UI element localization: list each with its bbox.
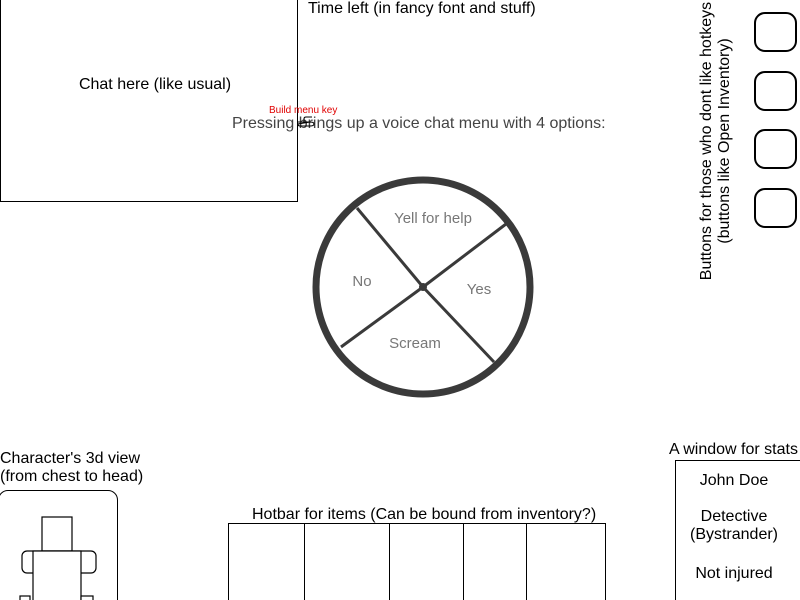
build-menu-key-annotation: Build menu key [269,105,338,116]
hotbar-slot-3[interactable] [390,524,464,600]
wheel-divider-tr [422,222,507,289]
side-button-3[interactable] [754,129,797,169]
character-view-label: Character's 3d view (from chest to head) [0,450,143,486]
side-button-2[interactable] [754,71,797,111]
hotbar [228,523,606,600]
hotbar-slot-1[interactable] [229,524,305,600]
stats-window-title: A window for stats [669,441,798,458]
character-figure-icon [19,516,97,600]
character-view-panel [0,490,118,600]
player-health-status: Not injured [695,565,773,582]
side-buttons-note-line1: Buttons for those who dont like hotkeys [698,1,715,281]
side-buttons-note: Buttons for those who dont like hotkeys … [698,0,734,286]
side-button-1[interactable] [754,12,797,52]
time-left-label: Time left (in fancy font and stuff) [308,0,536,17]
character-view-label-line1: Character's 3d view [0,450,140,467]
character-view-label-line2: (from chest to head) [0,468,144,485]
hotbar-slot-5[interactable] [527,524,605,600]
chat-label: Chat here (like usual) [78,76,232,93]
hotbar-slot-2[interactable] [305,524,390,600]
player-name: John Doe [699,472,769,489]
hotbar-label: Hotbar for items (Can be bound from inve… [252,506,597,523]
wheel-option-scream[interactable]: Scream [389,335,441,352]
player-role: Detective [700,508,768,525]
hotbar-slot-4[interactable] [464,524,527,600]
voice-chat-wheel[interactable]: Yell for help No Yes Scream [310,174,536,400]
hand-pointer-icon [297,116,315,127]
chat-panel[interactable] [0,0,298,202]
wheel-option-yes[interactable]: Yes [467,281,491,298]
wheel-divider-tl [355,207,425,288]
stats-window [675,460,800,600]
wheel-option-no[interactable]: No [352,273,371,290]
wheel-option-yell-for-help[interactable]: Yell for help [394,210,472,227]
voice-menu-instruction: Pressing brings up a voice chat menu wit… [232,115,606,132]
wheel-divider-bl [340,285,424,349]
wheel-divider-br [421,285,496,364]
player-role-detail: (Bystrander) [689,526,779,543]
side-buttons-note-line2: (buttons like Open Inventory) [716,38,733,244]
side-button-4[interactable] [754,188,797,228]
wheel-center [419,283,427,291]
